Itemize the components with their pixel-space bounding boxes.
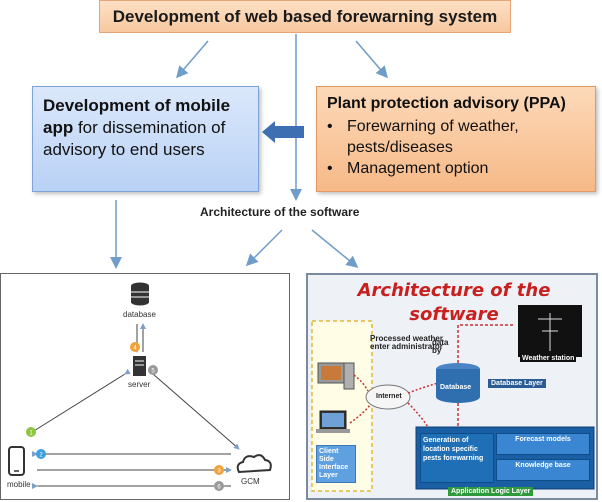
generation-cell: Generation of location specific pests fo… (420, 433, 494, 483)
app-logic-layer-label: Application Logic Layer (448, 487, 534, 496)
weather-station-label: Weather station (520, 355, 577, 362)
mobile-label: mobile (7, 480, 31, 489)
architecture-caption: Architecture of the software (200, 205, 360, 219)
arrow-caption-to-left (245, 229, 283, 267)
database-label: Database (440, 384, 472, 391)
step-4-marker (130, 342, 140, 352)
gcm-label: GCM (241, 477, 260, 486)
step-label: 1 (29, 431, 33, 437)
step-label: 2 (39, 453, 43, 459)
ppa-title: Plant protection advisory (PPA) (327, 95, 566, 112)
mobile-line3: advisory to end users (43, 140, 205, 159)
left-diagram-svg: 4 5 1 2 3 6 (8, 282, 272, 491)
database-layer-label: Database Layer (488, 379, 546, 388)
internet-cloud-icon (365, 384, 411, 410)
mobile-line2-rest: for dissemination of (73, 118, 226, 137)
step-3-marker (214, 465, 224, 475)
step-label: 3 (217, 469, 221, 475)
ppa-box: Plant protection advisory (PPA) •Forewar… (316, 86, 596, 192)
database-icon (131, 282, 149, 306)
ppa-bullet-text: Forewarning of weather, pests/diseases (347, 118, 519, 156)
top-title-box: Development of web based forewarning sys… (99, 0, 511, 33)
arrow-top-to-ppa (355, 40, 388, 79)
ppa-bullet: •Forewarning of weather, pests/diseases (327, 116, 585, 158)
step-label: 5 (151, 369, 155, 375)
step-5-marker (148, 365, 158, 375)
step-6-marker (214, 481, 224, 491)
knowledge-base-cell: Knowledge base (496, 459, 590, 481)
mobile-line1: Development of mobile (43, 96, 231, 115)
processed-weather-label: Processed weather enter administrator (370, 334, 443, 351)
laptop-icon (316, 410, 350, 433)
left-architecture-panel: 4 5 1 2 3 6 database server mobile GCM (0, 273, 290, 500)
mobile-phone-icon (8, 446, 25, 476)
arrow-caption-to-right (311, 229, 359, 268)
step-2-marker (36, 449, 46, 459)
ppa-bullet-text: Management option (347, 160, 489, 177)
server-icon (133, 356, 146, 376)
weather-station-icon (538, 313, 562, 351)
database-label: database (123, 310, 156, 319)
top-title: Development of web based forewarning sys… (112, 7, 498, 26)
step-1-marker (26, 427, 36, 437)
right-architecture-panel: Architecture of the software (306, 273, 598, 500)
arrow-ppa-to-mobile (262, 121, 304, 143)
data-by-label: data by (432, 338, 449, 355)
ppa-bullet: •Management option (327, 160, 489, 177)
database-cylinder-icon (436, 363, 480, 403)
server-label: server (128, 380, 151, 389)
cloud-icon (236, 454, 272, 474)
desktop-computer-icon (317, 362, 355, 390)
forecast-models-cell: Forecast models (496, 433, 590, 455)
mobile-app-box: Development of mobile app for disseminat… (32, 86, 259, 192)
client-layer-label: Client Side Interface Layer (316, 445, 356, 483)
step-label: 6 (217, 485, 221, 491)
internet-label: Internet (376, 393, 402, 400)
arrow-top-to-mobile (176, 40, 209, 79)
software-architecture-title: Architecture of the software (357, 280, 551, 325)
step-label: 4 (133, 346, 137, 352)
mobile-line2-bold: app (43, 118, 74, 137)
